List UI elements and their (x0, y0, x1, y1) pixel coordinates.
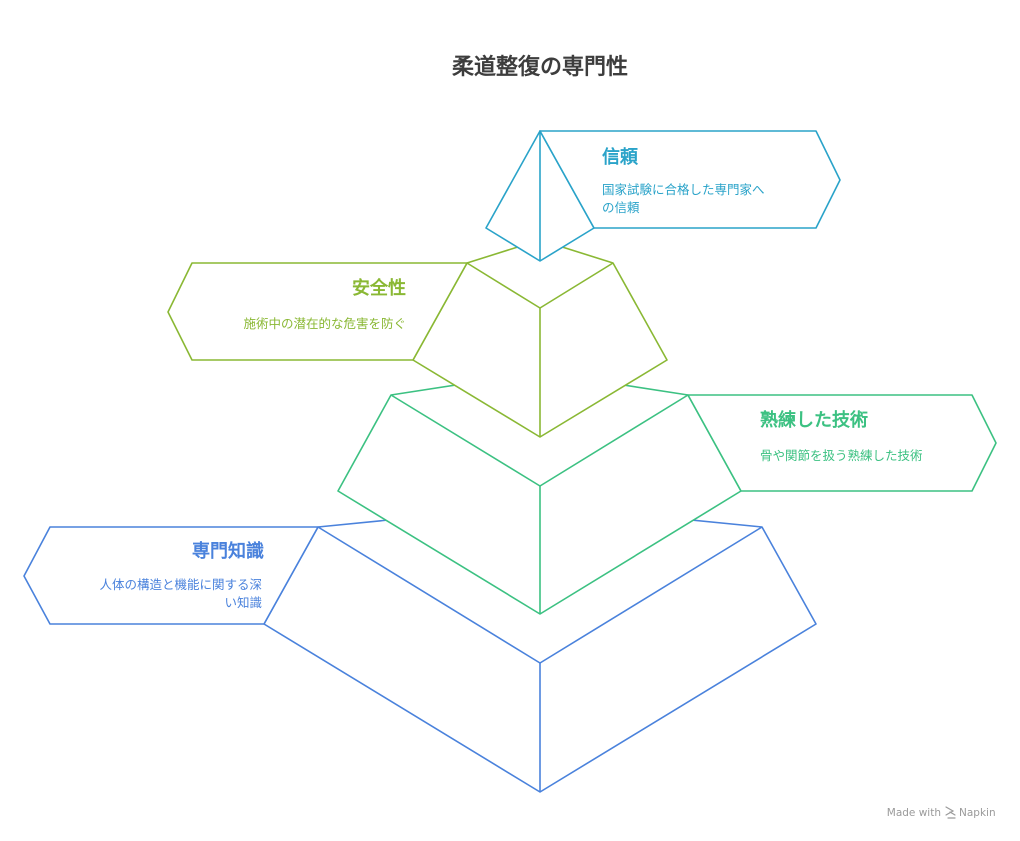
level-skill-title: 熟練した技術 (760, 409, 868, 431)
level-trust-desc-line-2: の信頼 (602, 200, 640, 215)
level-safety-callout (167, 262, 468, 361)
diagram-title: 柔道整復の専門性 (452, 54, 628, 80)
watermark-brand: Napkin (959, 807, 996, 819)
level-expertise-desc-line-1: 人体の構造と機能に関する深 (99, 577, 262, 592)
level-safety-title: 安全性 (352, 277, 406, 299)
level-trust: 信頼 国家試験に合格した専門家へ の信頼 (485, 130, 841, 262)
watermark-prefix: Made with (887, 807, 941, 819)
level-safety-desc-line-1: 施術中の潜在的な危害を防ぐ (243, 316, 406, 331)
level-expertise-callout (23, 526, 319, 625)
level-expertise-desc-line-2: い知識 (224, 595, 262, 610)
level-skill-callout (687, 394, 997, 492)
level-expertise-title: 専門知識 (192, 540, 264, 562)
level-safety: 安全性 施術中の潜在的な危害を防ぐ (167, 239, 668, 438)
level-skill: 熟練した技術 骨や関節を扱う熟練した技術 (337, 371, 997, 615)
napkin-logo-icon (945, 806, 956, 819)
level-skill-desc-line-1: 骨や関節を扱う熟練した技術 (760, 448, 923, 463)
level-trust-desc-line-1: 国家試験に合格した専門家へ (602, 182, 765, 197)
level-trust-title: 信頼 (602, 146, 639, 168)
level-expertise: 専門知識 人体の構造と機能に関する深 い知識 (23, 504, 817, 793)
level-trust-callout (539, 130, 841, 229)
watermark: Made with Napkin (887, 806, 996, 819)
